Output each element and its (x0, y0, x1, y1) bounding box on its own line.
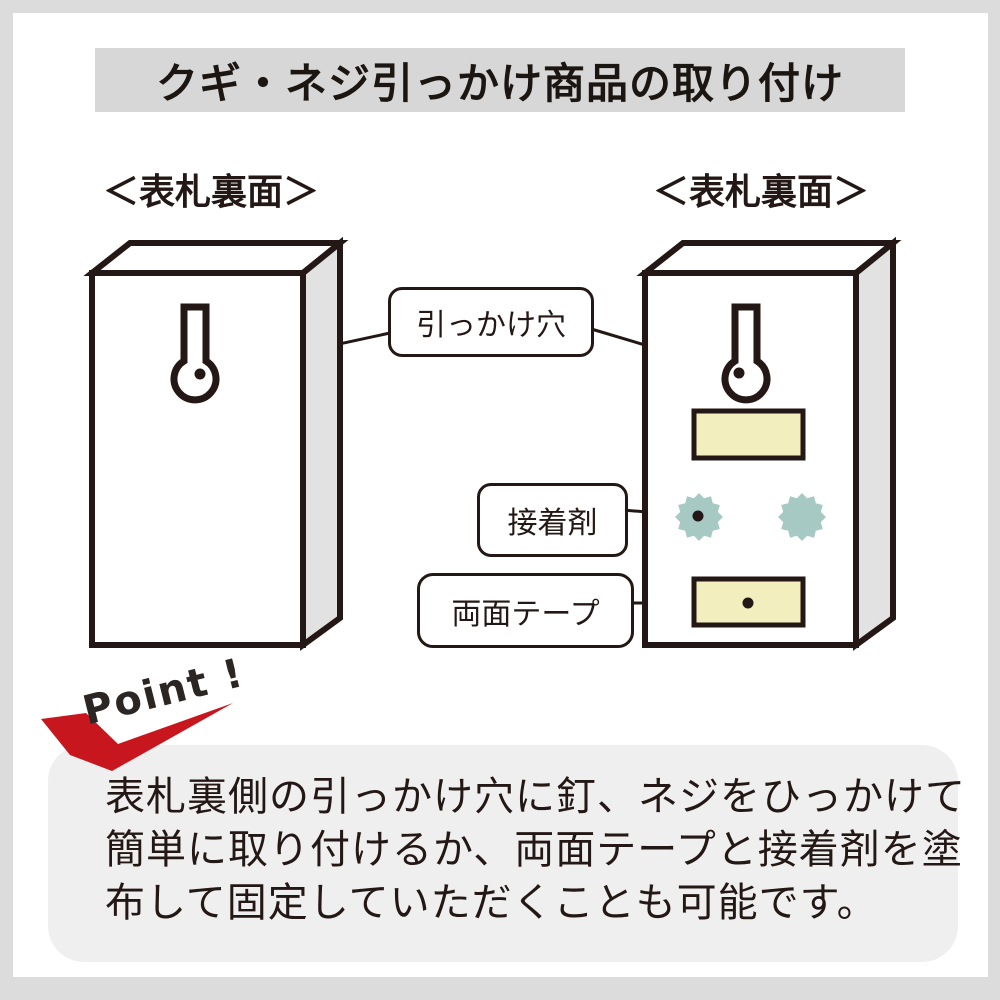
keyhole-dot (733, 367, 745, 379)
left-panel-heading: ＜表札裏面＞ (103, 172, 320, 213)
adhesive-label: 接着剤 (477, 483, 628, 557)
page-title: クギ・ネジ引っかけ商品の取り付け (155, 58, 844, 108)
tape-dot (742, 597, 754, 609)
note-line-2: 簡単に取り付けるか、両面テープと接着剤を塗 (105, 827, 963, 873)
double-sided-tape-label: 両面テープ (417, 573, 634, 648)
keyhole-dot (194, 368, 206, 380)
hook-hole-label: 引っかけ穴 (388, 287, 594, 357)
left-box-top-face (83, 240, 349, 276)
left-box-side-face (300, 236, 343, 651)
keyhole-icon (170, 303, 220, 404)
note-line-3: 布して固定していただくことも可能です。 (105, 880, 878, 926)
point-arrow-icon (41, 703, 233, 771)
title-banner: クギ・ネジ引っかけ商品の取り付け (95, 48, 905, 112)
right-nameplate-box (636, 236, 902, 651)
note-panel: 表札裏側の引っかけ穴に釘、ネジをひっかけて 簡単に取り付けるか、両面テープと接着… (48, 745, 965, 962)
adhesive-dot (692, 510, 704, 522)
note-line-1: 表札裏側の引っかけ穴に釘、ネジをひっかけて (105, 774, 966, 820)
right-panel-heading: ＜表札裏面＞ (653, 172, 870, 213)
tape-strip-top (691, 408, 806, 461)
note-text: 表札裏側の引っかけ穴に釘、ネジをひっかけて 簡単に取り付けるか、両面テープと接着… (105, 771, 966, 930)
left-nameplate-box (83, 236, 349, 651)
tape-strip-bottom (691, 576, 806, 628)
right-box-top-face (636, 240, 902, 276)
right-box-side-face (853, 236, 896, 651)
